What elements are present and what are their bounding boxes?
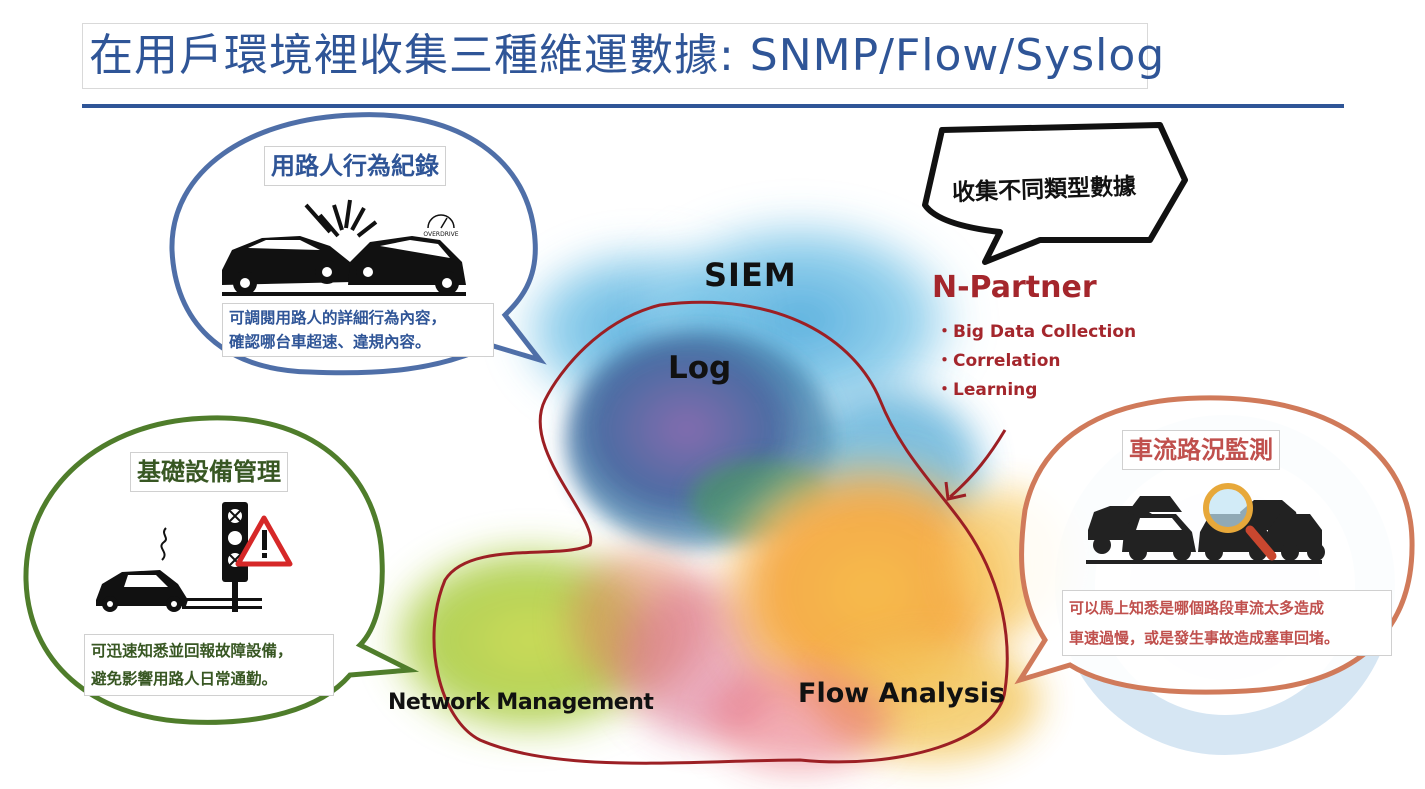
bubble-infra-text: 可迅速知悉並回報故障設備， 避免影響用路人日常通勤。 [84,634,334,696]
bubble-traffic-text-line2: 車速過慢，或是發生事故造成塞車回堵。 [1069,629,1340,647]
npartner-arrow-icon [944,429,1007,501]
bullet: ・ [936,380,953,400]
magnifier-icon [1203,483,1277,561]
callout-text: 收集不同類型數據 [951,173,1137,207]
label-log: Log [668,350,732,386]
bubble-traffic-text: 可以馬上知悉是哪個路段車流太多造成 車速過慢，或是發生事故造成塞車回堵。 [1062,590,1392,656]
label-siem: SIEM [704,256,797,294]
bullet: ・ [936,351,953,371]
bubble-user-text-line1: 可調閱用路人的詳細行為內容， [229,309,447,327]
title-underline [82,104,1344,108]
feature-big-data: Big Data Collection [953,322,1137,342]
slide-title: 在用戶環境裡收集三種維運數據: SNMP/Flow/Syslog [82,23,1164,89]
bubble-infra-text-line2: 避免影響用路人日常通勤。 [91,670,278,688]
bubble-user-text: 可調閱用路人的詳細行為內容， 確認哪台車超速、違規內容。 [222,303,494,357]
bubble-traffic-text-line1: 可以馬上知悉是哪個路段車流太多造成 [1069,599,1325,617]
npartner-feature-item: ・Correlation [936,347,1136,376]
bubble-user-title: 用路人行為紀錄 [264,146,446,186]
bubble-infra-title: 基礎設備管理 [130,452,288,492]
npartner-feature-item: ・Big Data Collection [936,318,1136,347]
callout-shape [922,122,1188,265]
bullet: ・ [936,322,953,342]
speedometer-icon [427,214,455,229]
red-outline-shape [432,300,1009,765]
bubble-infra-text-line1: 可迅速知悉並回報故障設備， [91,642,293,660]
bubble-traffic-title: 車流路況監測 [1122,430,1280,470]
label-flow-analysis: Flow Analysis [798,678,1006,709]
warning-sign-icon [235,515,293,567]
broken-car-icon [96,527,188,612]
watercolor-splash [390,210,1070,770]
feature-learning: Learning [953,380,1038,400]
overdrive-label: OVERDRIVE [423,231,458,238]
car-crash-icon [222,199,466,296]
npartner-feature-list: ・Big Data Collection ・Correlation ・Learn… [936,318,1136,405]
npartner-name: N-Partner [932,270,1097,305]
npartner-feature-item: ・Learning [936,376,1136,405]
label-network-management: Network Management [388,690,654,715]
bubble-user-text-line2: 確認哪台車超速、違規內容。 [229,333,431,351]
feature-correlation: Correlation [953,351,1061,371]
